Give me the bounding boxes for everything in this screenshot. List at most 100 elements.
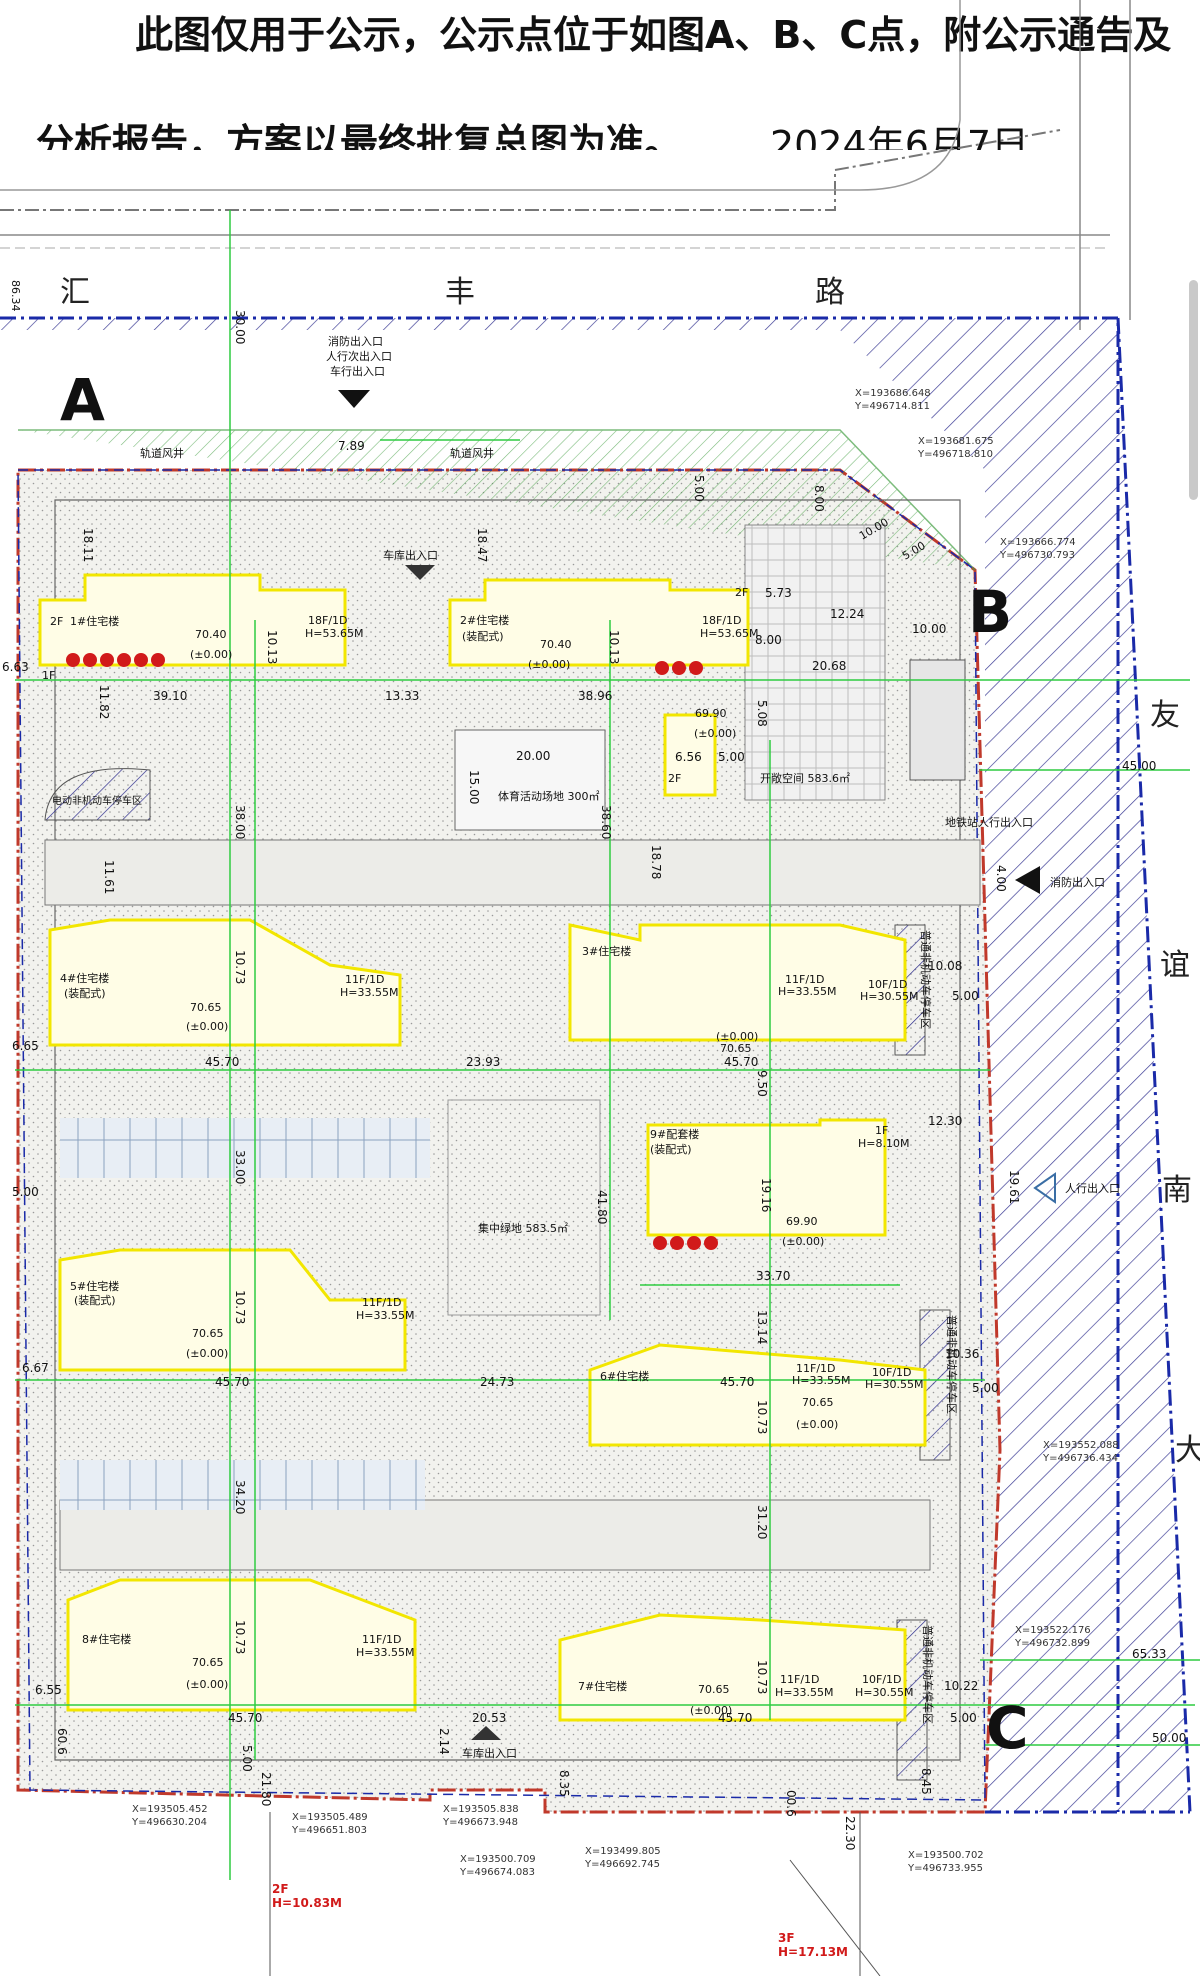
bldg2-len: 70.40 bbox=[540, 638, 572, 651]
dim-18-47: 18.47 bbox=[475, 528, 489, 562]
dim-18-78: 18.78 bbox=[649, 845, 663, 879]
coord-1-x: X=193686.648 bbox=[855, 388, 931, 399]
dim-6-55: 6.55 bbox=[35, 1683, 62, 1697]
dim-00-9: 00.6 bbox=[784, 1790, 798, 1817]
dim-33-70: 33.70 bbox=[756, 1269, 790, 1283]
dim-6-63: 6.63 bbox=[2, 660, 29, 674]
bldg3-height2: H=30.55M bbox=[860, 990, 918, 1003]
south-annex2-height: H=17.13M bbox=[778, 1945, 848, 1959]
coord-9-x: X=193500.709 bbox=[460, 1854, 536, 1865]
coord-10-x: X=193499.805 bbox=[585, 1846, 661, 1857]
coord-11-x: X=193500.702 bbox=[908, 1850, 984, 1861]
dim-8-45: 8.45 bbox=[919, 1768, 933, 1795]
road-name-north-3: 路 bbox=[815, 275, 845, 310]
small-block-elev: (±0.00) bbox=[694, 727, 736, 740]
bldg3-floors: 11F/1D bbox=[785, 973, 825, 986]
coord-3-x: X=193666.774 bbox=[1000, 537, 1076, 548]
dim-45-70c: 45.70 bbox=[215, 1375, 249, 1389]
bldg1-elev: (±0.00) bbox=[190, 648, 232, 661]
dim-65-33: 65.33 bbox=[1132, 1647, 1166, 1661]
entrance-car: 车行出入口 bbox=[330, 364, 385, 378]
bldg9-len: 69.90 bbox=[786, 1215, 818, 1228]
dim-39-10: 39.10 bbox=[153, 689, 187, 703]
area-sports: 体育活动场地 300㎡ bbox=[498, 789, 600, 803]
bldg9-sub: (装配式) bbox=[650, 1143, 692, 1156]
road-name-east-4: 大 bbox=[1175, 1433, 1200, 1468]
dim-10-73c: 10.73 bbox=[755, 1400, 769, 1434]
dim-45-00: 45.00 bbox=[1122, 759, 1156, 773]
bldg2-top: 2F bbox=[735, 586, 748, 599]
dim-12-30: 12.30 bbox=[928, 1114, 962, 1128]
point-a-label: A bbox=[60, 366, 105, 434]
dim-33-00: 33.00 bbox=[233, 1150, 247, 1184]
dim-45-70b: 45.70 bbox=[724, 1055, 758, 1069]
dim-19-61: 19.61 bbox=[1007, 1170, 1021, 1204]
dim-11-82: 11.82 bbox=[97, 685, 111, 719]
dim-6-56: 6.56 bbox=[675, 750, 702, 764]
area-ebike: 电动非机动车停车区 bbox=[52, 794, 142, 807]
dim-38-96: 38.96 bbox=[578, 689, 612, 703]
bldg8-elev: (±0.00) bbox=[186, 1678, 228, 1691]
dim-8-00: 8.00 bbox=[755, 633, 782, 647]
notice-title-line1: 此图仅用于公示，公示点位于如图A、B、C点，附公示通告及 bbox=[135, 13, 1172, 57]
entrance-garage-north: 车库出入口 bbox=[383, 548, 438, 562]
area-open: 开敞空间 583.6㎡ bbox=[760, 771, 850, 785]
coord-4-y: Y=496736.434 bbox=[1042, 1453, 1118, 1464]
coord-2-x: X=193681.675 bbox=[918, 436, 994, 447]
dim-45-70e: 45.70 bbox=[228, 1711, 262, 1725]
garage-arrow-north-icon bbox=[405, 565, 435, 580]
bldg7-floors2: 10F/1D bbox=[862, 1673, 902, 1686]
dim-45-70f: 45.70 bbox=[718, 1711, 752, 1725]
point-b-label: B bbox=[968, 578, 1012, 646]
dim-21-80: 21.80 bbox=[259, 1772, 273, 1806]
dim-5-00-top: 5.00 bbox=[692, 475, 706, 502]
dim-45-70a: 45.70 bbox=[205, 1055, 239, 1069]
bldg4-floors: 11F/1D bbox=[345, 973, 385, 986]
dim-7-89: 7.89 bbox=[338, 439, 365, 453]
bldg7-height: H=33.55M bbox=[775, 1686, 833, 1699]
bldg3-height: H=33.55M bbox=[778, 985, 836, 998]
bldg7-height2: H=30.55M bbox=[855, 1686, 913, 1699]
dim-10-13a: 10.13 bbox=[265, 630, 279, 664]
entrance-metro: 地铁站人行出入口 bbox=[945, 815, 1033, 829]
dim-6-65: 6.65 bbox=[12, 1039, 39, 1053]
bldg7-name: 7#住宅楼 bbox=[578, 1679, 627, 1693]
small-block-len: 69.90 bbox=[695, 707, 727, 720]
coord-5-y: Y=496732.899 bbox=[1014, 1638, 1090, 1649]
area-bike-stack-1: 普通非机动车停车区 bbox=[919, 930, 933, 1029]
bldg7-floors: 11F/1D bbox=[780, 1673, 820, 1686]
dim-50-00: 50.00 bbox=[1152, 1731, 1186, 1745]
dim-8-00-top: 8.00 bbox=[812, 485, 826, 512]
bldg1-side: 1F bbox=[42, 669, 55, 682]
bldg6-len: 70.65 bbox=[802, 1396, 834, 1409]
coord-5-x: X=193522.176 bbox=[1015, 1625, 1091, 1636]
dim-4-00: 4.00 bbox=[994, 865, 1008, 892]
bldg5-name: 5#住宅楼 bbox=[70, 1279, 119, 1293]
bldg4-name: 4#住宅楼 bbox=[60, 971, 109, 985]
bldg8-name: 8#住宅楼 bbox=[82, 1632, 131, 1646]
dim-9-50: 9.50 bbox=[755, 1070, 769, 1097]
bldg5-height: H=33.55M bbox=[356, 1309, 414, 1322]
bldg2-elev: (±0.00) bbox=[528, 658, 570, 671]
coord-4-x: X=193552.088 bbox=[1043, 1440, 1119, 1451]
area-bike-stack-2: 普通非机动车停车区 bbox=[945, 1315, 959, 1414]
dim-8-35: 8.35 bbox=[557, 1770, 571, 1797]
dim-5-00-g: 5.00 bbox=[950, 1711, 977, 1725]
coord-10-y: Y=496692.745 bbox=[584, 1859, 660, 1870]
road-name-north-1: 汇 bbox=[60, 275, 90, 310]
dim-10-22: 10.22 bbox=[944, 1679, 978, 1693]
bldg6-elev: (±0.00) bbox=[796, 1418, 838, 1431]
bldg8-floors: 11F/1D bbox=[362, 1633, 402, 1646]
vent-label-2: 轨道风井 bbox=[450, 446, 494, 460]
bldg1-top: 2F bbox=[50, 615, 63, 628]
dim-10-73a: 10.73 bbox=[233, 950, 247, 984]
bldg4-sub: (装配式) bbox=[64, 987, 106, 1000]
vent-label-1: 轨道风井 bbox=[140, 446, 184, 460]
dim-31-20: 31.20 bbox=[755, 1505, 769, 1539]
scrollbar[interactable] bbox=[1189, 280, 1198, 500]
dim-13-33: 13.33 bbox=[385, 689, 419, 703]
entrance-fire: 消防出入口 bbox=[328, 334, 383, 348]
bldg1-len: 70.40 bbox=[195, 628, 227, 641]
dim-5-00-c: 5.00 bbox=[718, 750, 745, 764]
dim-20-53: 20.53 bbox=[472, 1711, 506, 1725]
